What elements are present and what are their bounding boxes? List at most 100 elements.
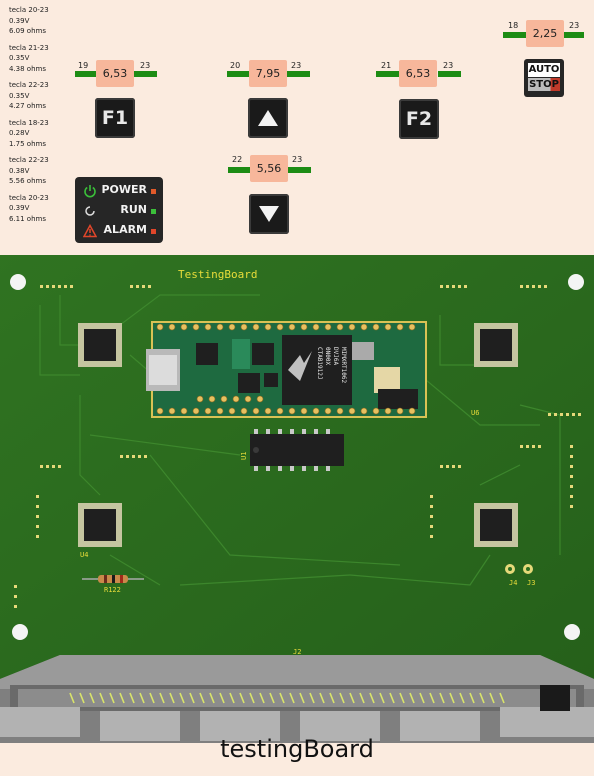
pin-right-label: 23 xyxy=(292,155,303,164)
reading-resistance: 5.56 ohms xyxy=(9,177,46,185)
reading-voltage: 0.28V xyxy=(9,129,30,137)
status-row-run: RUN xyxy=(75,202,163,220)
f1-key-button[interactable]: F1 xyxy=(95,98,135,138)
readings-list: tecla 20-23 0.39V 6.09 ohms tecla 21-23 0.35… xyxy=(9,5,79,230)
autostop-button[interactable]: AUTO STOP xyxy=(524,59,564,97)
pin-right-label: 23 xyxy=(140,61,151,70)
silk-label-j2: J2 xyxy=(293,648,301,656)
reading-item: tecla 21-23 0.35V 4.38 ohms xyxy=(9,43,79,75)
down-arrow-icon xyxy=(259,206,279,222)
pin-right-bar xyxy=(287,71,310,77)
reading-name: tecla 22-23 xyxy=(9,156,49,164)
reading-resistance: 6.09 ohms xyxy=(9,27,46,35)
reading-item: tecla 22-23 0.38V 5.56 ohms xyxy=(9,155,79,187)
silk-label-u6: U6 xyxy=(471,409,479,417)
status-led-power xyxy=(151,189,156,194)
status-led-alarm xyxy=(151,229,156,234)
qfp-chip-bottom-left xyxy=(78,503,122,547)
refresh-icon xyxy=(85,206,95,216)
reading-item: tecla 20-23 0.39V 6.11 ohms xyxy=(9,193,79,225)
pin-left-label: 18 xyxy=(508,21,519,30)
reading-name: tecla 21-23 xyxy=(9,43,49,52)
key-value-display: 7,95 xyxy=(249,60,287,87)
mount-hole xyxy=(12,624,28,640)
reading-resistance: 6.11 ohms xyxy=(9,214,46,223)
reading-voltage: 0.38V xyxy=(9,166,30,175)
autostop-label-top: AUTO xyxy=(528,63,560,77)
up-arrow-icon xyxy=(258,110,278,126)
pin-right-label: 23 xyxy=(569,21,580,30)
pin-right-bar xyxy=(134,71,157,77)
mcu-text-3: 0N00X xyxy=(324,347,331,365)
reading-item: tecla 18-23 0.28V 1.75 ohms xyxy=(9,118,79,150)
reading-voltage: 0.39V xyxy=(9,204,30,212)
reading-name: tecla 20-23 xyxy=(9,6,49,14)
warning-icon xyxy=(83,224,97,238)
pin-left-bar xyxy=(75,71,98,77)
silk-label-j3: J3 xyxy=(527,579,535,587)
dip-ic: U1 xyxy=(240,429,344,471)
status-panel: POWER RUN ALARM xyxy=(75,177,163,243)
status-led-run xyxy=(151,209,156,214)
silk-label-j4: J4 xyxy=(509,579,517,587)
ribbon-connector xyxy=(0,649,594,743)
pin-left-bar xyxy=(227,71,250,77)
reading-voltage: 0.39V xyxy=(9,16,30,25)
silk-title: TestingBoard xyxy=(178,268,257,281)
autostop-label-bottom: STOP xyxy=(528,78,560,91)
mount-hole xyxy=(568,274,584,290)
status-row-alarm: ALARM xyxy=(75,222,163,240)
qfp-chip-bottom-right xyxy=(474,503,518,547)
mount-hole xyxy=(564,624,580,640)
pin-left-label: 22 xyxy=(232,155,243,164)
qfp-chip-top-right xyxy=(474,323,518,367)
status-label-power: POWER xyxy=(101,183,147,196)
mount-hole xyxy=(10,274,26,290)
status-label-run: RUN xyxy=(120,203,147,216)
silk-label-u1: U1 xyxy=(240,452,248,460)
f2-key-button[interactable]: F2 xyxy=(399,99,439,139)
reading-voltage: 0.35V xyxy=(9,91,30,100)
reading-resistance: 4.38 ohms xyxy=(9,64,46,73)
reading-name: tecla 22-23 xyxy=(9,81,49,89)
key-value-display: 5,56 xyxy=(250,155,288,182)
key-value-display: 2,25 xyxy=(526,20,564,47)
pin-right-label: 23 xyxy=(291,61,302,70)
down-arrow-button[interactable] xyxy=(249,194,289,234)
pin-left-bar xyxy=(228,167,251,173)
pin-left-bar xyxy=(503,32,526,38)
pin-right-bar xyxy=(438,71,461,77)
reading-resistance: 1.75 ohms xyxy=(9,139,46,148)
reading-voltage: 0.35V xyxy=(9,54,30,62)
reading-name: tecla 18-23 xyxy=(9,118,49,127)
pin-left-label: 20 xyxy=(230,61,241,70)
mcu-text-2: DVJ6A xyxy=(332,347,339,365)
jumpers xyxy=(505,564,533,574)
pcb-board-image: TestingBoard xyxy=(0,255,594,715)
reading-name: tecla 20-23 xyxy=(9,193,49,202)
power-icon xyxy=(84,185,96,198)
pin-right-label: 23 xyxy=(443,61,454,70)
pin-left-bar xyxy=(376,71,399,77)
key-value-display: 6,53 xyxy=(96,60,134,87)
pcb-render: TestingBoard xyxy=(0,255,594,715)
resistor xyxy=(82,575,144,583)
status-row-power: POWER xyxy=(75,182,163,200)
silk-label-u4: U4 xyxy=(80,551,88,559)
reading-resistance: 4.27 ohms xyxy=(9,102,46,110)
qfp-chip-top-left xyxy=(78,323,122,367)
silk-label-r1: R122 xyxy=(104,586,121,594)
teensy-module: MIMXRT1062 DVJ6A 0N00X CTAB1912J xyxy=(146,321,427,418)
pin-left-label: 19 xyxy=(78,61,89,70)
reading-item: tecla 22-23 0.35V 4.27 ohms xyxy=(9,80,79,112)
board-caption: testingBoard xyxy=(220,735,374,763)
pin-right-bar xyxy=(564,32,584,38)
status-label-alarm: ALARM xyxy=(103,223,147,236)
pin-left-label: 21 xyxy=(381,61,392,70)
key-value-display: 6,53 xyxy=(399,60,437,87)
reading-item: tecla 20-23 0.39V 6.09 ohms xyxy=(9,5,79,37)
pin-right-bar xyxy=(288,167,311,173)
mcu-text-4: CTAB1912J xyxy=(316,347,323,380)
mcu-text-1: MIMXRT1062 xyxy=(340,347,347,384)
up-arrow-button[interactable] xyxy=(248,98,288,138)
